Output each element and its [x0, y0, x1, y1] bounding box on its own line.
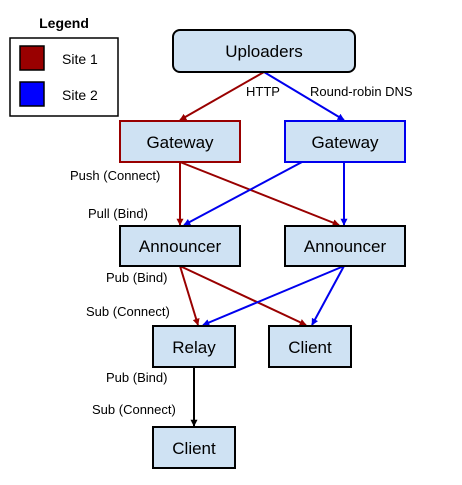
node-gateway-site-1-label: Gateway [146, 133, 214, 152]
node-gateway-site-2: Gateway [284, 120, 406, 163]
node-gateway-site-2-label: Gateway [311, 133, 379, 152]
node-client-2-label: Client [172, 439, 216, 458]
legend-swatch-site-2 [19, 81, 45, 107]
edge-label-sub-connect-1: Sub (Connect) [86, 304, 170, 319]
edge-label-http: HTTP [246, 84, 280, 99]
edges [176, 71, 348, 427]
edge-label-pull-bind: Pull (Bind) [88, 206, 148, 221]
node-announcer-2: Announcer [284, 225, 406, 267]
node-relay: Relay [152, 325, 236, 368]
node-client-1: Client [268, 325, 352, 368]
node-client-1-label: Client [288, 338, 332, 357]
edge-gateway-1-to-announcer-2 [179, 161, 340, 226]
edge-uploaders-to-gateway-1 [179, 71, 265, 121]
edge-uploaders-to-gateway-2 [263, 71, 345, 121]
node-uploaders-label: Uploaders [225, 42, 303, 61]
edge-announcer-2-to-client-1 [311, 265, 345, 326]
edge-label-pub-bind-1: Pub (Bind) [106, 270, 167, 285]
node-announcer-2-label: Announcer [304, 237, 387, 256]
edge-label-pub-bind-2: Pub (Bind) [106, 370, 167, 385]
edge-announcer-1-to-client-1 [179, 265, 307, 326]
edge-announcer-1-to-relay [179, 265, 200, 326]
node-announcer-1: Announcer [119, 225, 241, 267]
edge-announcer-2-to-relay [202, 265, 345, 326]
legend-label-site-2: Site 2 [62, 87, 98, 103]
legend: Legend Site 1 Site 2 [9, 15, 119, 117]
node-relay-label: Relay [172, 338, 216, 357]
legend-label-site-1: Site 1 [62, 51, 98, 67]
edge-gateway-2-to-announcer-1 [183, 161, 303, 226]
edge-labels: HTTP Round-robin DNS Push (Connect) Pull… [70, 84, 413, 417]
node-client-2: Client [152, 426, 236, 469]
nodes: Uploaders Gateway Gateway Announcer Anno… [119, 29, 406, 469]
node-announcer-1-label: Announcer [139, 237, 222, 256]
node-uploaders: Uploaders [172, 29, 356, 73]
legend-swatch-site-1 [19, 45, 45, 71]
edge-label-sub-connect-2: Sub (Connect) [92, 402, 176, 417]
node-gateway-site-1: Gateway [119, 120, 241, 163]
edge-label-push-connect: Push (Connect) [70, 168, 160, 183]
legend-title: Legend [39, 15, 89, 31]
edge-label-round-robin-dns: Round-robin DNS [310, 84, 413, 99]
